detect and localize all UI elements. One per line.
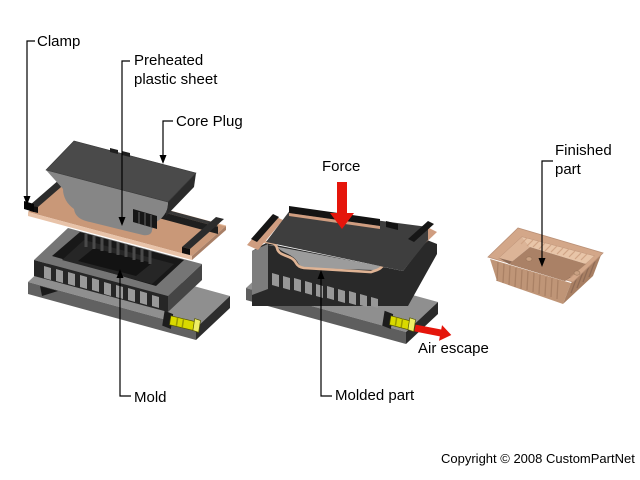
mold-right-face (168, 264, 202, 312)
molded-part-label: Molded part (335, 387, 415, 404)
mid-vacuum-nozzle (382, 310, 416, 333)
mold-leader-line (119, 278, 131, 397)
mid-right-clamp (408, 221, 434, 242)
plug-top-nub1 (110, 148, 118, 154)
mold-arrowhead (116, 269, 124, 278)
plug-foot-rib-lines (138, 212, 152, 227)
exploded-assembly (24, 140, 230, 340)
clamp-label: Clamp (37, 33, 81, 50)
mid-left-clamp (251, 214, 279, 242)
core-plug-3d (45, 140, 197, 236)
tray-inner-backleft (499, 237, 530, 264)
left-clamp-nub (24, 201, 34, 212)
mold-base-right (196, 296, 230, 340)
tray-front-ribs (496, 261, 559, 300)
clamp-leader-line (26, 40, 35, 196)
coreplug-arrowhead (159, 155, 167, 164)
mid-front-ribs (272, 273, 378, 308)
molded-leader-line (320, 279, 332, 397)
sheet-right-edge (192, 226, 226, 260)
mid-left-wall (252, 244, 268, 295)
mid-plug-cut-face (268, 245, 401, 270)
leader-lines (26, 40, 553, 397)
plug-right-face (166, 173, 196, 216)
tray-floor-dot1 (525, 256, 533, 262)
molded-arrowhead (317, 270, 325, 279)
tray-floor-dot2 (573, 270, 581, 276)
finished-part-label: Finished part (555, 142, 612, 178)
mold-front-ribs (44, 266, 159, 308)
preheated-arrowhead (118, 217, 126, 226)
tray-right-wall (563, 255, 601, 304)
finished-part-3d (487, 227, 604, 304)
tray-floor (509, 247, 586, 281)
vacuum-nozzle (162, 310, 201, 333)
air-escape-arrow (414, 324, 452, 341)
mold-base-notch (40, 286, 58, 296)
finished-leader-line (541, 160, 553, 258)
plug-top-nub2 (122, 151, 130, 157)
mid-back-nub (386, 221, 398, 230)
left-clamp-bar (30, 179, 68, 207)
plug-top-face (45, 140, 197, 203)
tray-right-ribs (570, 260, 596, 294)
air-escape-label: Air escape (418, 340, 489, 357)
finished-arrowhead (538, 258, 546, 267)
forming-assembly (246, 206, 438, 344)
mid-back-sheet-edge (289, 213, 380, 229)
mold-label: Mold (134, 389, 167, 406)
copyright-notice: Copyright © 2008 CustomPartNet (441, 451, 635, 466)
sheet-front-edge (28, 212, 192, 260)
mold-3d (28, 228, 230, 340)
mold-cavity-ribs (84, 234, 152, 264)
force-label: Force (322, 158, 361, 175)
core-plug-label: Core Plug (176, 113, 243, 130)
mid-base-right (406, 302, 438, 344)
right-clamp-bar (182, 217, 224, 249)
coreplug-leader-line (162, 120, 173, 155)
force-arrow (330, 182, 354, 229)
right-clamp-lip (182, 247, 190, 255)
tray-inner-ribs (520, 237, 588, 261)
leader-arrowheads (23, 155, 546, 279)
mold-cavity-platform (78, 248, 152, 276)
preheated-plastic-sheet-label: Preheated plastic sheet (134, 52, 218, 88)
clamp-arrowhead (23, 196, 31, 205)
mold-base-front (28, 282, 196, 340)
preheated-leader-line (121, 60, 130, 217)
